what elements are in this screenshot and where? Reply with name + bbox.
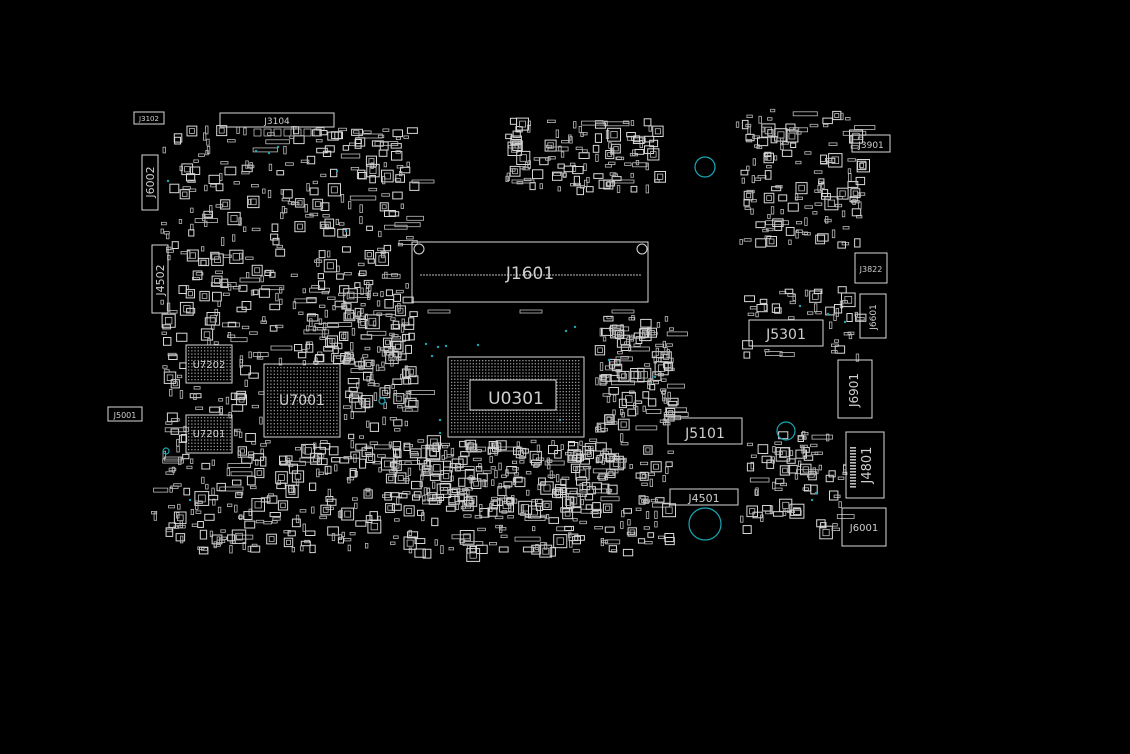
connector-j5001: J5001 [107,406,143,422]
chip-u7201: U7201 [185,414,233,454]
label-j5101: J5101 [684,426,725,442]
connector-j6001: J6001 [841,507,887,547]
connector-j3104: J3104 [219,112,335,137]
connector-j6002: J6002 [141,154,159,211]
connector-j4501: J4501 [669,488,739,506]
via-markers [166,145,847,502]
mounting-hole [688,507,722,541]
label-u7202: U7202 [193,360,226,371]
via [162,447,170,455]
label-j1601: J1601 [505,264,554,284]
connector-j3901: J3901 [851,134,891,153]
connector-j5101: J5101 [667,417,743,445]
label-j4502: J4502 [154,264,167,296]
connector-j5301: J5301 [748,319,824,347]
label-j4501: J4501 [687,492,719,505]
label-j5301: J5301 [765,327,806,343]
mounting-hole [694,156,716,178]
label-j6601: J6601 [869,304,879,331]
connector-j3102: J3102 [133,111,165,125]
label-u7001: U7001 [279,393,325,409]
label-j6901: J6901 [847,373,861,408]
connector-j4502: J4502 [151,244,169,314]
via [378,397,386,405]
chip-u0301: U0301 [447,356,585,438]
connector-j4801: J4801 [845,431,885,499]
label-j3822: J3822 [859,265,883,274]
passive-components [151,108,876,562]
connector-j1601: J1601 [411,241,649,303]
label-j3104: J3104 [263,117,290,127]
mounting-hole [776,421,796,441]
chip-u7001: U7001 [263,363,341,438]
label-j3102: J3102 [138,115,159,123]
label-j6001: J6001 [849,523,878,534]
label-j6002: J6002 [144,166,157,198]
chip-u7202: U7202 [185,344,233,384]
label-u7201: U7201 [193,429,226,440]
connector-j3822: J3822 [854,252,888,284]
label-j3901: J3901 [857,141,884,151]
label-j5001: J5001 [113,411,137,420]
label-u0301: U0301 [488,389,544,409]
connector-j6601: J6601 [859,293,887,339]
connector-j6901: J6901 [837,359,873,419]
label-j4801: J4801 [860,447,875,485]
